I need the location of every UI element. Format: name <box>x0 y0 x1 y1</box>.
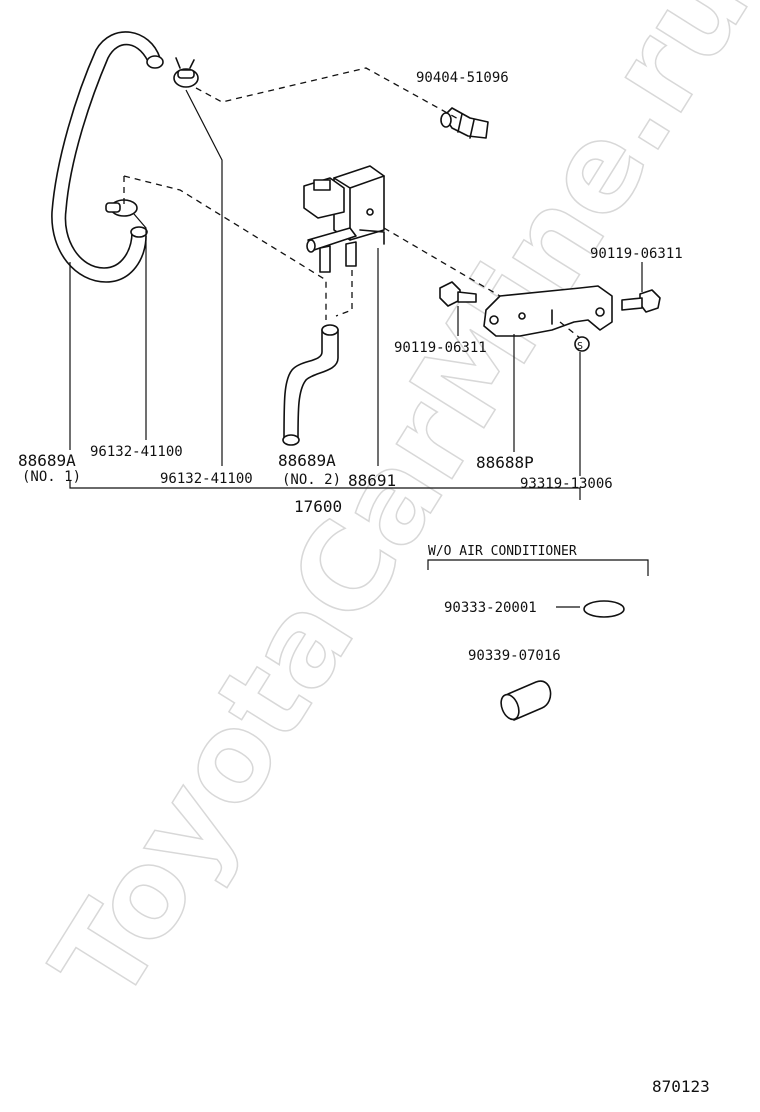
bracket-icon <box>483 285 613 337</box>
leader <box>133 213 147 440</box>
label-90404-51096: 90404-51096 <box>416 70 509 86</box>
dashed-route <box>559 321 581 339</box>
label-88689a-no2: 88689A <box>278 451 336 470</box>
connector-icon <box>440 107 489 139</box>
dashed-route <box>383 227 501 297</box>
label-wo-air-conditioner: W/O AIR CONDITIONER <box>428 544 577 559</box>
dashed-route <box>195 67 461 121</box>
label-90119-06311-left: 90119-06311 <box>394 340 487 356</box>
hose-no2-icon <box>282 324 339 446</box>
bolt-icon <box>439 281 477 307</box>
label-93319-13006: 93319-13006 <box>520 476 613 492</box>
diagram-id: 870123 <box>652 1077 710 1096</box>
leader <box>185 89 223 466</box>
label-90119-06311-right: 90119-06311 <box>590 246 683 262</box>
speed-nut-icon: S <box>574 336 590 352</box>
label-17600: 17600 <box>294 497 342 516</box>
label-88689a-no1: 88689A <box>18 451 76 470</box>
watermark: ToyotaCarMine.ru <box>27 0 760 1025</box>
svg-text:S: S <box>577 341 583 352</box>
group-bracket-17600 <box>69 480 581 500</box>
label-96132-41100-b: 96132-41100 <box>160 471 253 487</box>
label-90333-20001: 90333-20001 <box>444 600 537 616</box>
label-88691: 88691 <box>348 471 396 490</box>
label-88689a-no1-sub: (NO. 1) <box>22 469 81 485</box>
wo-ac-bracket <box>427 559 649 576</box>
label-90339-07016: 90339-07016 <box>468 648 561 664</box>
label-88688p: 88688P <box>476 453 534 472</box>
vsv-valve-icon <box>303 165 385 273</box>
dashed-route <box>123 175 327 320</box>
bolt-icon <box>621 289 661 313</box>
sleeve-icon <box>500 680 552 721</box>
clamp-icon <box>105 199 138 217</box>
label-96132-41100-a: 96132-41100 <box>90 444 183 460</box>
label-88689a-no2-sub: (NO. 2) <box>282 472 341 488</box>
clamp-icon <box>173 57 199 88</box>
dashed-route <box>335 270 353 317</box>
hose-no1-icon <box>51 31 164 283</box>
o-ring-icon <box>583 600 625 618</box>
